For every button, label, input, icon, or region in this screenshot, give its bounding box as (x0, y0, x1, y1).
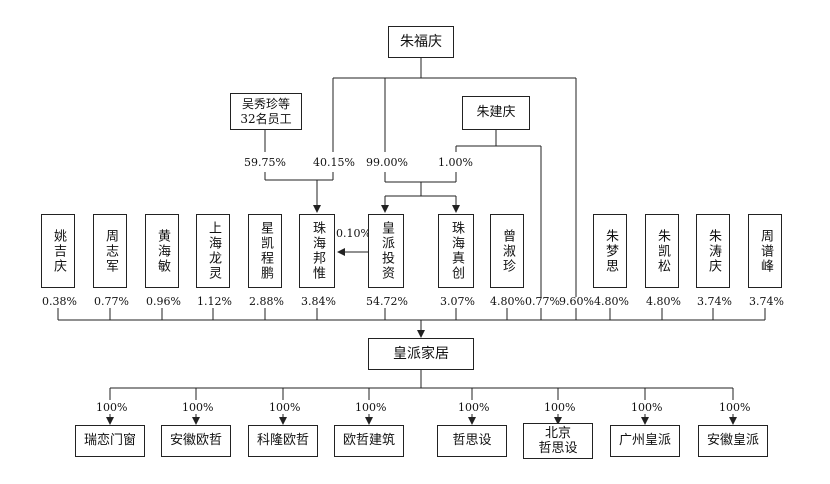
shareholder-pct: 4.80% (490, 295, 525, 308)
shareholder-name: 朱梦思 (603, 228, 618, 274)
shareholder-pct: 3.74% (749, 295, 784, 308)
shareholder-name: 珠海邦惟 (310, 221, 325, 281)
shareholder-box: 周谱峰 (748, 214, 782, 288)
subsidiary-name: 欧哲建筑 (342, 433, 395, 448)
subsidiary-box: 北京 哲思设 (523, 423, 593, 459)
owner-employees-line1: 吴秀珍等 (241, 96, 290, 111)
subsidiary-box: 哲思设 (437, 425, 507, 457)
subsidiary-pct: 100% (355, 401, 387, 414)
pct-fuqing-to-paitouzi: 99.00% (366, 156, 408, 169)
direct-pct-zhu-fuqing: 9.60% (559, 295, 594, 308)
subsidiary-pct: 100% (458, 401, 490, 414)
subsidiary-box: 科隆欧哲 (248, 425, 318, 457)
subsidiary-name-line1: 北京 (544, 426, 571, 441)
shareholder-box: 朱梦思 (593, 214, 627, 288)
shareholder-box: 皇派投资 (368, 214, 404, 288)
shareholder-name: 皇派投资 (379, 221, 394, 281)
owner-zhu-jianqing-label: 朱建庆 (476, 105, 516, 120)
subsidiary-box: 安徽皇派 (698, 425, 768, 457)
subsidiary-box: 安徽欧哲 (161, 425, 231, 457)
owner-zhu-jianqing: 朱建庆 (462, 96, 530, 130)
subsidiary-box: 欧哲建筑 (334, 425, 404, 457)
subsidiary-name: 安徽欧哲 (169, 433, 222, 448)
direct-pct-zhu-jianqing: 0.77% (525, 295, 560, 308)
pct-fuqing-to-bangwei: 40.15% (313, 156, 355, 169)
shareholder-name: 曾淑珍 (500, 228, 515, 274)
subsidiary-pct: 100% (96, 401, 128, 414)
subsidiary-name: 瑞恋门窗 (83, 433, 136, 448)
shareholder-pct: 3.74% (697, 295, 732, 308)
shareholder-name: 姚吉庆 (51, 228, 66, 274)
subsidiary-box: 瑞恋门窗 (75, 425, 145, 457)
shareholder-pct: 0.38% (42, 295, 77, 308)
owner-employees-line2: 32名员工 (240, 111, 292, 126)
shareholder-box: 上海龙灵 (196, 214, 230, 288)
shareholder-pct: 4.80% (594, 295, 629, 308)
owner-employees: 吴秀珍等 32名员工 (230, 93, 302, 130)
subsidiary-pct: 100% (631, 401, 663, 414)
shareholder-box: 朱涛庆 (696, 214, 730, 288)
shareholder-box: 珠海邦惟 (299, 214, 335, 288)
subsidiary-name: 广州皇派 (618, 433, 671, 448)
shareholder-pct: 0.77% (94, 295, 129, 308)
shareholder-pct: 4.80% (646, 295, 681, 308)
subsidiary-name-line2: 哲思设 (538, 441, 578, 456)
shareholder-name: 朱涛庆 (706, 228, 721, 274)
subsidiary-pct: 100% (182, 401, 214, 414)
shareholder-pct: 2.88% (249, 295, 284, 308)
owner-zhu-fuqing-label: 朱福庆 (400, 34, 442, 50)
shareholder-name: 朱凯松 (655, 228, 670, 274)
shareholder-name: 上海龙灵 (206, 221, 221, 281)
company-name: 皇派家居 (393, 346, 449, 362)
subsidiary-name: 科隆欧哲 (256, 433, 309, 448)
owner-zhu-fuqing: 朱福庆 (388, 26, 454, 58)
shareholder-pct: 54.72% (366, 295, 408, 308)
shareholder-box: 姚吉庆 (41, 214, 75, 288)
shareholder-box: 珠海真创 (438, 214, 474, 288)
shareholder-box: 星凯程鹏 (248, 214, 282, 288)
shareholder-name: 周谱峰 (758, 228, 773, 274)
shareholder-pct: 3.84% (301, 295, 336, 308)
shareholder-name: 周志军 (103, 228, 118, 274)
shareholder-pct: 1.12% (197, 295, 232, 308)
shareholder-pct: 0.96% (146, 295, 181, 308)
subsidiary-pct: 100% (719, 401, 751, 414)
shareholder-name: 星凯程鹏 (258, 221, 273, 281)
pct-paitouzi-to-bangwei: 0.10% (336, 227, 371, 240)
pct-employees-to-bangwei: 59.75% (244, 156, 286, 169)
shareholder-box: 周志军 (93, 214, 127, 288)
subsidiary-pct: 100% (269, 401, 301, 414)
pct-jianqing-to-paitouzi: 1.00% (438, 156, 473, 169)
shareholder-name: 珠海真创 (449, 221, 464, 281)
company-box: 皇派家居 (368, 338, 474, 370)
subsidiary-box: 广州皇派 (610, 425, 680, 457)
subsidiary-pct: 100% (544, 401, 576, 414)
shareholder-box: 朱凯松 (645, 214, 679, 288)
shareholder-pct: 3.07% (440, 295, 475, 308)
subsidiary-name: 哲思设 (452, 433, 492, 448)
shareholder-name: 黄海敏 (155, 228, 170, 274)
subsidiary-name: 安徽皇派 (706, 433, 759, 448)
shareholder-box: 黄海敏 (145, 214, 179, 288)
shareholder-box: 曾淑珍 (490, 214, 524, 288)
